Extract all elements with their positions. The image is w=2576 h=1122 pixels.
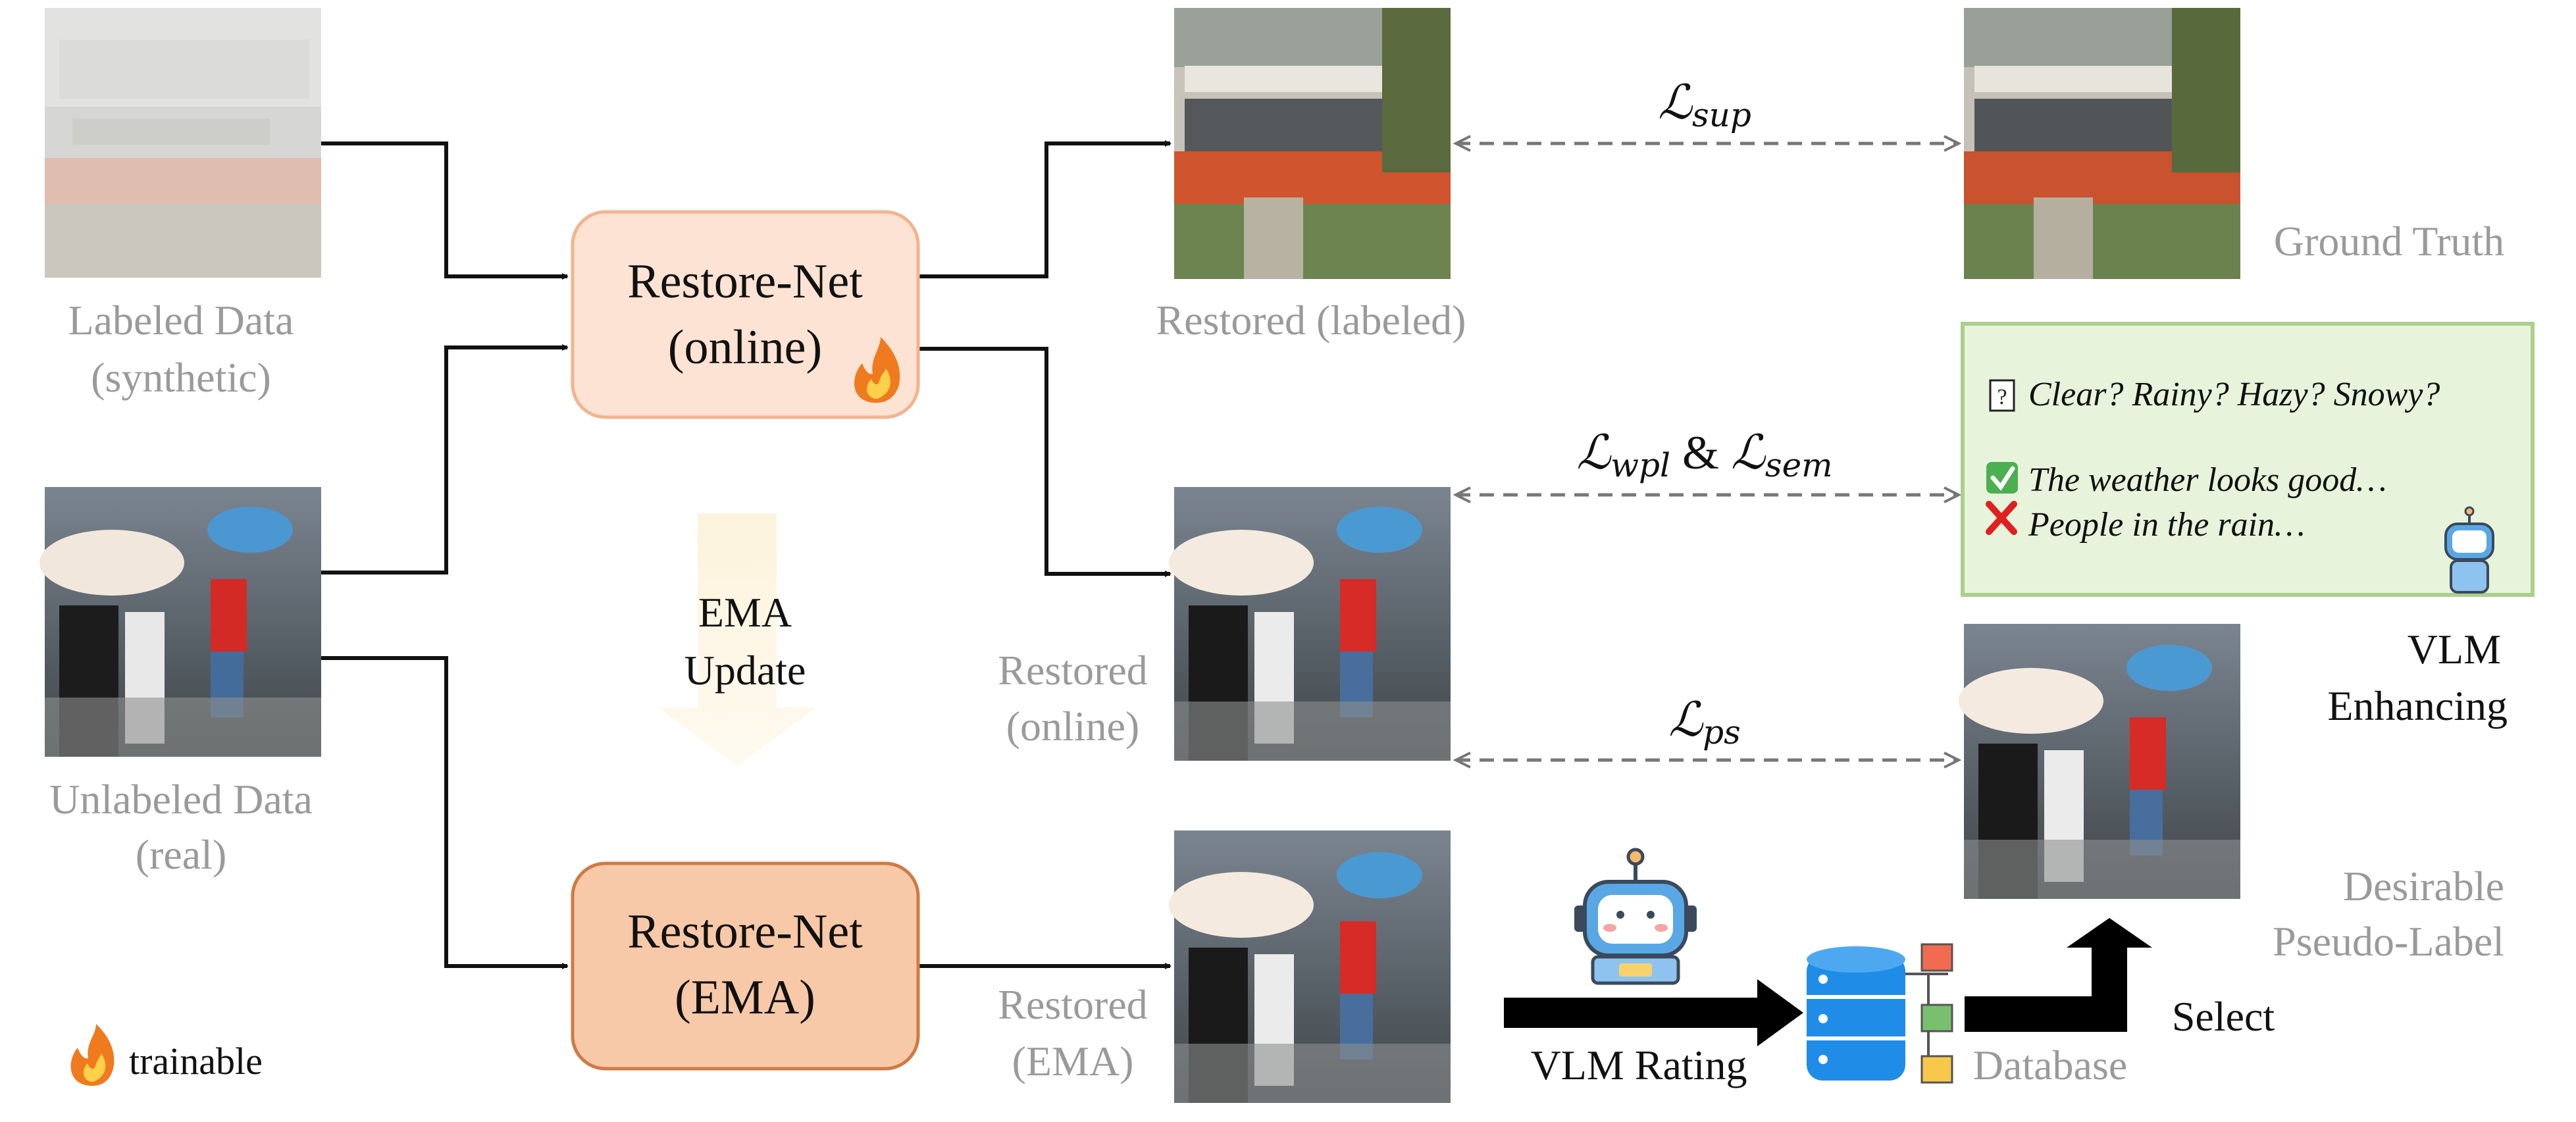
vlm-rating-label: VLM Rating [1531, 1042, 1747, 1088]
loss-ps-label: ℒps [1668, 692, 1741, 752]
select-arrow [1965, 918, 2152, 1032]
loss-sup-label: ℒsup [1658, 74, 1751, 134]
check-icon [1986, 462, 2018, 494]
restored-ema-image [1169, 830, 1451, 1103]
vlm-good-text: The weather looks good… [2028, 461, 2387, 499]
online-network-box [571, 210, 920, 419]
flame-icon [854, 337, 900, 403]
arrow-unlabeled-to-ema [321, 656, 569, 969]
loss-sem-subscript: sem [1765, 446, 1833, 484]
vlm-enhancing-label: VLM [2408, 626, 2501, 673]
restored-ema-label: Restored [998, 981, 1148, 1028]
connector-arrows [321, 140, 1172, 969]
arrow-online-to-restored-labeled [918, 140, 1172, 278]
robot-icon-small [2444, 506, 2494, 594]
pseudo-label-image [1959, 624, 2240, 899]
svg-text:?: ? [1997, 385, 2007, 409]
ema-update-sublabel: Update [684, 647, 806, 694]
vlm-bad-text: People in the rain… [2028, 506, 2305, 544]
restored-online-sublabel: (online) [1006, 703, 1140, 750]
labeled-data-image [45, 8, 321, 278]
legend-trainable-label: trainable [129, 1040, 263, 1083]
database-icon [1807, 943, 1953, 1084]
cross-icon [1986, 501, 2017, 535]
ground-truth-image [1964, 8, 2240, 279]
loss-symbol: ℒ [1668, 692, 1704, 747]
loss-symbol: ℒ [1731, 424, 1766, 480]
ema-network-subtitle: (EMA) [675, 971, 815, 1025]
vlm-question-text: Clear? Rainy? Hazy? Snowy? [2028, 376, 2440, 413]
ema-network-box [571, 861, 920, 1071]
unlabeled-data-image [39, 487, 321, 757]
ema-update-arrow [658, 513, 816, 767]
ema-network-title: Restore-Net [627, 905, 863, 959]
unlabeled-data-sublabel: (real) [136, 831, 227, 878]
robot-icon-large [1574, 848, 1697, 985]
loss-symbol: ℒ [1658, 74, 1693, 130]
loss-wpl-subscript: wpl [1610, 446, 1670, 484]
labeled-data-label: Labeled Data [68, 297, 294, 344]
question-mark-icon: ? [1989, 379, 2015, 412]
pseudo-label-label: Desirable [2343, 863, 2504, 909]
online-network-title: Restore-Net [627, 255, 863, 309]
rating-arrow [1504, 979, 1803, 1046]
loss-arrows [1456, 143, 1959, 760]
unlabeled-data-label: Unlabeled Data [49, 776, 313, 823]
arrow-online-to-restored-online [918, 347, 1172, 577]
loss-ps-subscript: ps [1703, 713, 1741, 752]
legend-flame-icon [70, 1024, 115, 1086]
ground-truth-label: Ground Truth [2274, 218, 2504, 265]
online-network-subtitle: (online) [668, 320, 822, 374]
select-label: Select [2172, 993, 2275, 1040]
loss-ampersand: & [1682, 426, 1719, 479]
restored-online-image [1169, 487, 1451, 761]
loss-sup-subscript: sup [1692, 96, 1751, 134]
labeled-data-sublabel: (synthetic) [91, 354, 271, 401]
restored-labeled-image [1174, 8, 1451, 279]
vlm-enhancing-sublabel: Enhancing [2327, 682, 2508, 729]
ema-update-label: EMA [698, 589, 792, 636]
loss-symbol: ℒ [1576, 424, 1612, 480]
restored-labeled-label: Restored (labeled) [1156, 297, 1466, 344]
loss-wpl-sem-label: ℒwpl&ℒsem [1576, 424, 1832, 484]
pseudo-label-sublabel: Pseudo-Label [2273, 918, 2504, 965]
restored-ema-sublabel: (EMA) [1012, 1038, 1134, 1084]
database-label: Database [1973, 1042, 2128, 1088]
restored-online-label: Restored [998, 647, 1148, 694]
arrow-unlabeled-to-online [321, 344, 569, 574]
vlm-prompt-panel [1961, 322, 2535, 597]
arrow-labeled-to-online [321, 141, 569, 280]
